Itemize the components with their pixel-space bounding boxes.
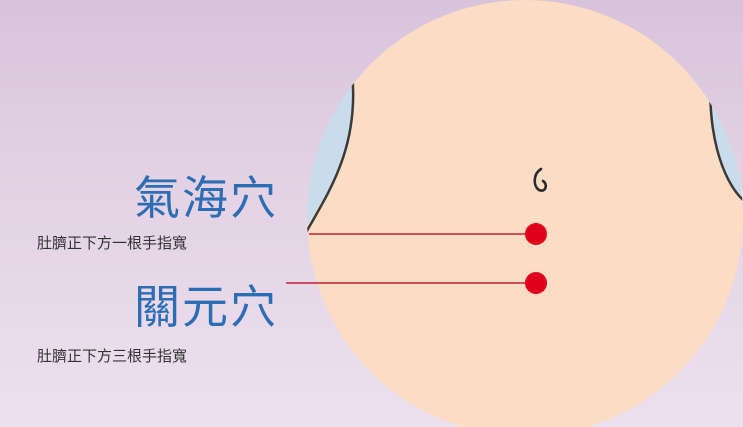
guanyuan-marker [525,272,547,294]
skin-area [300,0,743,427]
guanyuan-description: 肚臍正下方三根手指寬 [37,349,187,364]
qihai-title: 氣海穴 [134,175,278,221]
qihai-marker [525,223,547,245]
qihai-description: 肚臍正下方一根手指寬 [37,236,187,251]
guanyuan-title: 關元穴 [134,284,278,330]
abdomen-illustration [300,0,743,427]
